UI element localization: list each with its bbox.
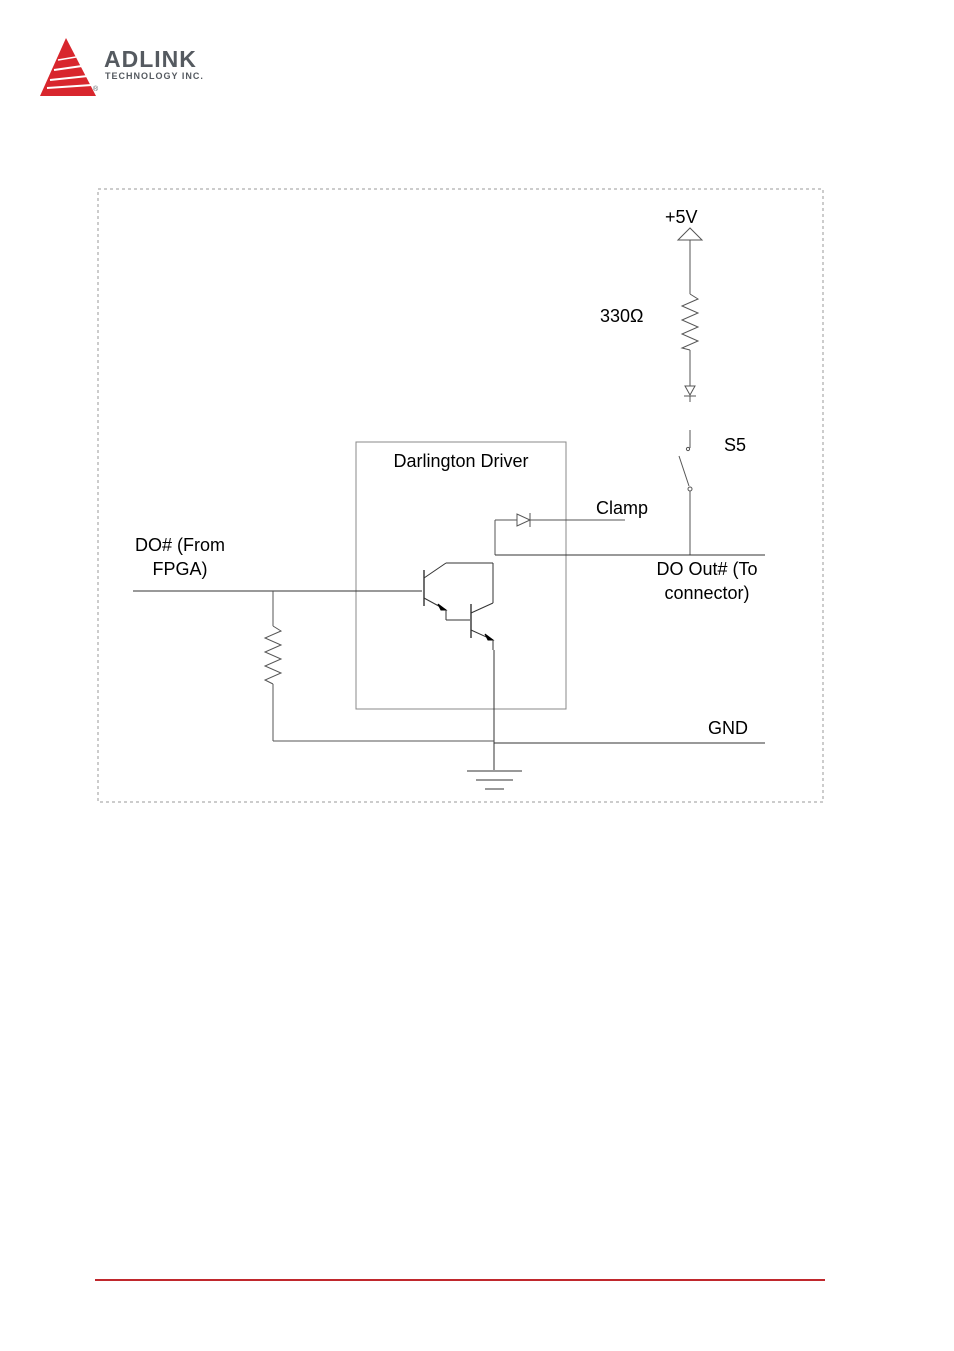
ground-icon bbox=[467, 771, 522, 789]
led-diode-icon bbox=[684, 386, 696, 402]
label-output-line2: connector) bbox=[664, 583, 749, 603]
label-gnd: GND bbox=[708, 718, 748, 738]
darlington-transistor-icon bbox=[424, 563, 494, 770]
label-output-line1: DO Out# (To bbox=[656, 559, 757, 579]
resistor-330-icon bbox=[682, 294, 698, 386]
footer-rule bbox=[95, 1279, 825, 1281]
label-input-line1: DO# (From bbox=[135, 535, 225, 555]
pulldown-resistor-icon bbox=[265, 591, 494, 741]
clamp-diode-icon bbox=[495, 513, 625, 555]
switch-s5-icon bbox=[679, 430, 692, 555]
label-clamp: Clamp bbox=[596, 498, 648, 518]
darlington-driver-box bbox=[356, 442, 566, 709]
label-plus5v: +5V bbox=[665, 207, 698, 227]
supply-arrow-icon bbox=[678, 228, 702, 294]
label-input-line2: FPGA) bbox=[152, 559, 207, 579]
diagram-border bbox=[98, 189, 823, 802]
label-switch-s5: S5 bbox=[724, 435, 746, 455]
label-darlington-driver: Darlington Driver bbox=[393, 451, 528, 471]
label-resistor-330: 330Ω bbox=[600, 306, 644, 326]
